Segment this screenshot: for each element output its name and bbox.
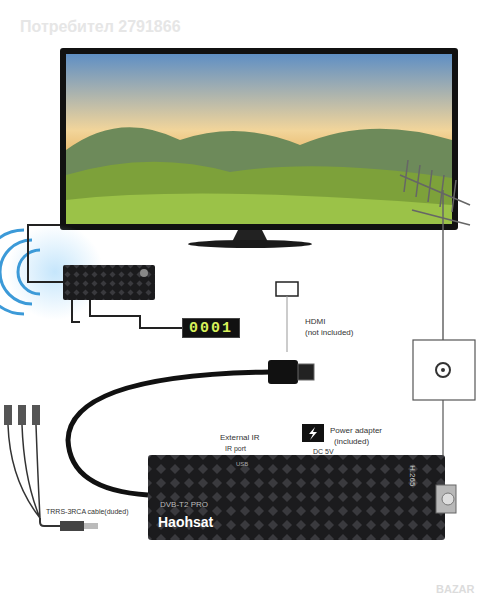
ir-waves <box>0 230 40 314</box>
model-name: DVB-T2 PRO <box>160 501 208 510</box>
ir-module <box>63 265 155 300</box>
ir-port <box>140 269 148 277</box>
hdmi-head <box>268 360 298 384</box>
port-name: USB <box>236 461 248 468</box>
part-note: (not included) <box>305 329 353 338</box>
cable-name: TRRS-3RCA cable(duded) <box>46 508 128 516</box>
coax-socket <box>436 363 450 377</box>
receiver-stick: Haohsat DVB-T2 PRO H.265 <box>148 455 445 540</box>
power-bolt <box>309 427 317 440</box>
antenna-input <box>436 485 456 513</box>
codec-mark: H.265 <box>407 465 416 486</box>
grass <box>66 194 452 224</box>
part-name: HDMI <box>305 318 325 327</box>
part-note: (included) <box>334 438 369 447</box>
tv-base <box>188 240 312 248</box>
antenna-input-hole <box>442 493 454 505</box>
power-icon <box>302 424 324 442</box>
display-digits: 0001 <box>189 321 233 338</box>
led-display: 0001 <box>182 318 240 338</box>
wall-socket <box>413 340 475 400</box>
part-name: Power adapter <box>330 427 382 436</box>
watermark: Потребител 2791866 <box>20 18 181 36</box>
hills-far <box>66 127 452 224</box>
antenna <box>400 160 470 340</box>
tv-screen <box>66 54 452 224</box>
hdmi-leader <box>287 296 288 352</box>
tv-bezel <box>60 48 458 230</box>
hdmi-plug-icon <box>276 282 298 296</box>
part-note: IR port <box>225 445 246 453</box>
watermark: BAZAR <box>436 583 475 595</box>
receiver-body <box>148 455 445 540</box>
coax-pin <box>441 368 445 372</box>
ir-loop <box>72 300 80 322</box>
voltage-label: DC 5V <box>313 448 334 456</box>
ir-cable <box>28 225 63 282</box>
display-cable <box>90 300 182 328</box>
hdmi-tip <box>298 364 314 380</box>
brand-name: Haohsat <box>158 515 213 530</box>
hills-near <box>66 162 452 224</box>
part-name: External IR <box>220 434 260 443</box>
